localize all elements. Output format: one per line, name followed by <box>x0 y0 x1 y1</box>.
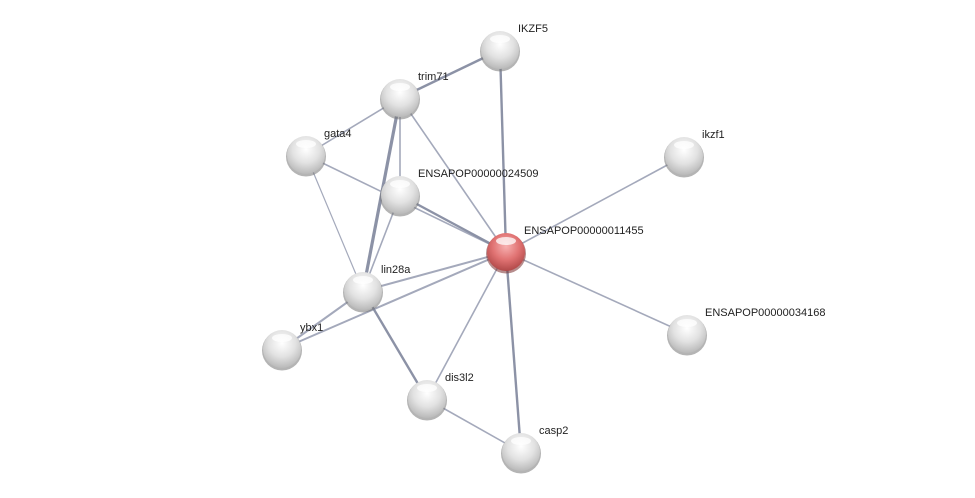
edge-ENSAPOP00000011455-dis3l2[interactable] <box>426 251 507 400</box>
node-sphere[interactable] <box>408 380 446 418</box>
node-highlight <box>296 140 316 148</box>
node-trim71[interactable]: trim71 <box>380 71 449 120</box>
node-label: dis3l2 <box>445 372 474 384</box>
edge-ENSAPOP00000011455-ENSAPOP00000034168[interactable] <box>505 251 688 335</box>
node-sphere[interactable] <box>665 137 703 175</box>
node-highlight <box>674 141 694 149</box>
node-label: lin28a <box>381 264 411 276</box>
node-label: gata4 <box>324 128 352 140</box>
node-sphere[interactable] <box>287 136 325 174</box>
node-gata4[interactable]: gata4 <box>286 128 352 177</box>
node-highlight <box>511 437 531 445</box>
node-label: ENSAPOP00000024509 <box>418 168 538 180</box>
node-highlight <box>490 35 510 43</box>
node-label: IKZF5 <box>518 23 548 35</box>
node-dis3l2[interactable]: dis3l2 <box>407 372 474 421</box>
node-label: ybx1 <box>300 322 323 334</box>
node-ENSAPOP00000024509[interactable]: ENSAPOP00000024509 <box>380 168 538 217</box>
edge-trim71-ENSAPOP00000011455[interactable] <box>399 97 507 253</box>
node-ikzf1[interactable]: ikzf1 <box>664 129 725 178</box>
node-ENSAPOP00000011455[interactable]: ENSAPOP00000011455 <box>486 225 644 274</box>
node-label: ENSAPOP00000034168 <box>705 307 825 319</box>
node-highlight <box>417 384 437 392</box>
edge-ENSAPOP00000011455-ikzf1[interactable] <box>505 155 685 253</box>
edge-ENSAPOP00000011455-ybx1[interactable] <box>281 251 507 350</box>
edges <box>281 48 688 453</box>
node-ybx1[interactable]: ybx1 <box>262 322 323 371</box>
node-label: ikzf1 <box>702 129 725 141</box>
node-highlight <box>272 334 292 342</box>
node-casp2[interactable]: casp2 <box>501 425 568 474</box>
node-sphere[interactable] <box>481 31 519 69</box>
node-sphere[interactable] <box>344 272 382 310</box>
edge-gata4-lin28a[interactable] <box>305 154 364 292</box>
node-label: casp2 <box>539 425 568 437</box>
query-node-sphere[interactable] <box>487 233 525 271</box>
node-highlight <box>390 180 410 188</box>
node-label: trim71 <box>418 71 449 83</box>
node-IKZF5[interactable]: IKZF5 <box>480 23 548 72</box>
node-ENSAPOP00000034168[interactable]: ENSAPOP00000034168 <box>667 307 825 356</box>
node-highlight <box>390 83 410 91</box>
node-sphere[interactable] <box>381 176 419 214</box>
edge-IKZF5-ENSAPOP00000011455[interactable] <box>498 49 508 253</box>
node-highlight <box>353 276 373 284</box>
node-sphere[interactable] <box>263 330 301 368</box>
node-highlight <box>677 319 697 327</box>
node-label: ENSAPOP00000011455 <box>524 225 644 237</box>
edge-ENSAPOP00000011455-lin28a[interactable] <box>362 251 507 292</box>
node-sphere[interactable] <box>668 315 706 353</box>
edge-ENSAPOP00000011455-casp2[interactable] <box>504 251 523 453</box>
node-highlight <box>496 237 516 245</box>
node-sphere[interactable] <box>381 79 419 117</box>
node-lin28a[interactable]: lin28a <box>343 264 411 313</box>
node-sphere[interactable] <box>502 433 540 471</box>
